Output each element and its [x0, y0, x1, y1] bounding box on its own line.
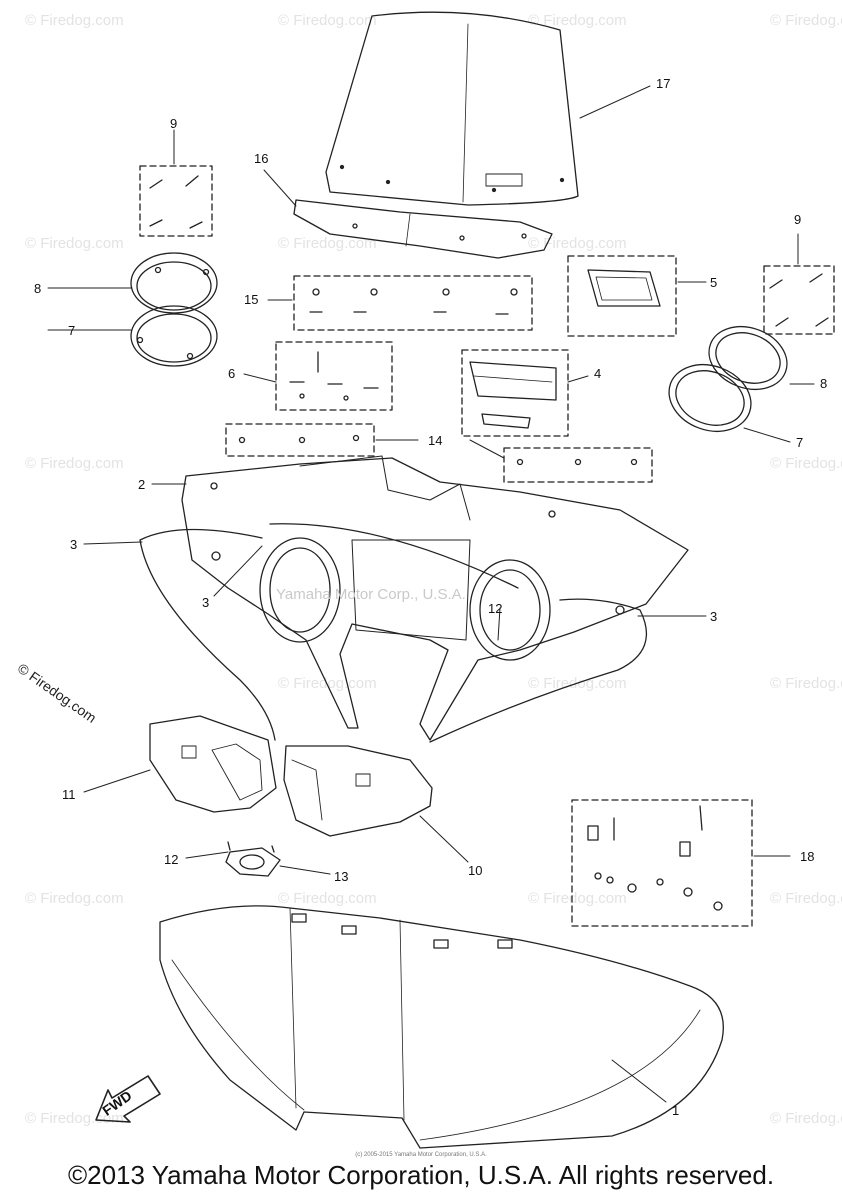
watermark-text: © Firedog.com: [278, 12, 377, 29]
callout-11: 11: [62, 787, 76, 802]
nut-set-box: [225, 423, 653, 483]
watermark-text: © Firedog.com: [770, 12, 842, 29]
callout-8-right: 8: [820, 376, 828, 391]
leader-lines: [47, 85, 815, 1103]
watermark-text: © Firedog.com: [25, 890, 124, 907]
watermark-text: © Firedog.com: [278, 890, 377, 907]
watermark-text: © Firedog.com: [528, 12, 627, 29]
callout-3-center: 3: [202, 595, 210, 610]
center-watermark: Yamaha Motor Corp., U.S.A.: [276, 586, 466, 603]
watermark-text: © Firedog.com: [770, 675, 842, 692]
speaker-ring-left: [130, 252, 218, 367]
right-pocket: [283, 745, 433, 837]
callout-12-lower: 12: [164, 852, 179, 867]
callout-7-right: 7: [796, 435, 804, 450]
bolt-set-box: [139, 165, 213, 237]
callout-8: 8: [34, 281, 42, 296]
callout-16: 16: [254, 151, 269, 166]
watermark-text: © Firedog.com: [770, 455, 842, 472]
inner-fairing: [181, 455, 689, 741]
callout-15: 15: [244, 292, 259, 307]
trim-cord: [139, 523, 648, 743]
watermark-text: © Firedog.com: [770, 1110, 842, 1127]
callout-7: 7: [68, 323, 76, 338]
fastener-set-box: [275, 341, 393, 411]
callout-13: 13: [334, 869, 349, 884]
callout-6: 6: [228, 366, 236, 381]
outer-fairing: [159, 905, 724, 1149]
watermark-text: © Firedog.com: [528, 890, 627, 907]
callout-9: 9: [170, 116, 178, 131]
windshield-trim: [293, 199, 553, 259]
watermark-text: © Firedog.com: [278, 235, 377, 252]
watermark-text: © Firedog.com: [25, 235, 124, 252]
mounting-plate: [225, 841, 281, 877]
callout-12-upper: 12: [488, 601, 503, 616]
fwd-arrow-icon: [95, 1075, 161, 1123]
watermark-text: © Firedog.com: [25, 12, 124, 29]
hardware-kit-box: [571, 799, 753, 927]
watermark-text: © Firedog.com: [25, 455, 124, 472]
callout-2: 2: [138, 477, 146, 492]
callout-14: 14: [428, 433, 443, 448]
left-pocket: [149, 715, 277, 813]
callout-3-right: 3: [710, 609, 718, 624]
screw-set-box: [293, 275, 533, 331]
bolt-set-box-right: [763, 265, 835, 335]
callout-9-right: 9: [794, 212, 802, 227]
watermark-text: © Firedog.com: [770, 890, 842, 907]
display-panel-box: [567, 255, 677, 337]
windshield: [325, 11, 579, 206]
copyright-notice: ©2013 Yamaha Motor Corporation, U.S.A. A…: [67, 1160, 775, 1190]
meter-housing-box: [461, 349, 569, 437]
fine-print: (c) 2005-2015 Yamaha Motor Corporation, …: [355, 1152, 487, 1158]
callout-10: 10: [468, 863, 483, 878]
callout-4: 4: [594, 366, 602, 381]
callout-3-left: 3: [70, 537, 78, 552]
callout-17: 17: [656, 76, 671, 91]
callout-5: 5: [710, 275, 718, 290]
callout-1: 1: [672, 1103, 680, 1118]
callout-18: 18: [800, 849, 815, 864]
watermark-text: © Firedog.com: [528, 235, 627, 252]
speaker-ring-right: [668, 326, 788, 432]
